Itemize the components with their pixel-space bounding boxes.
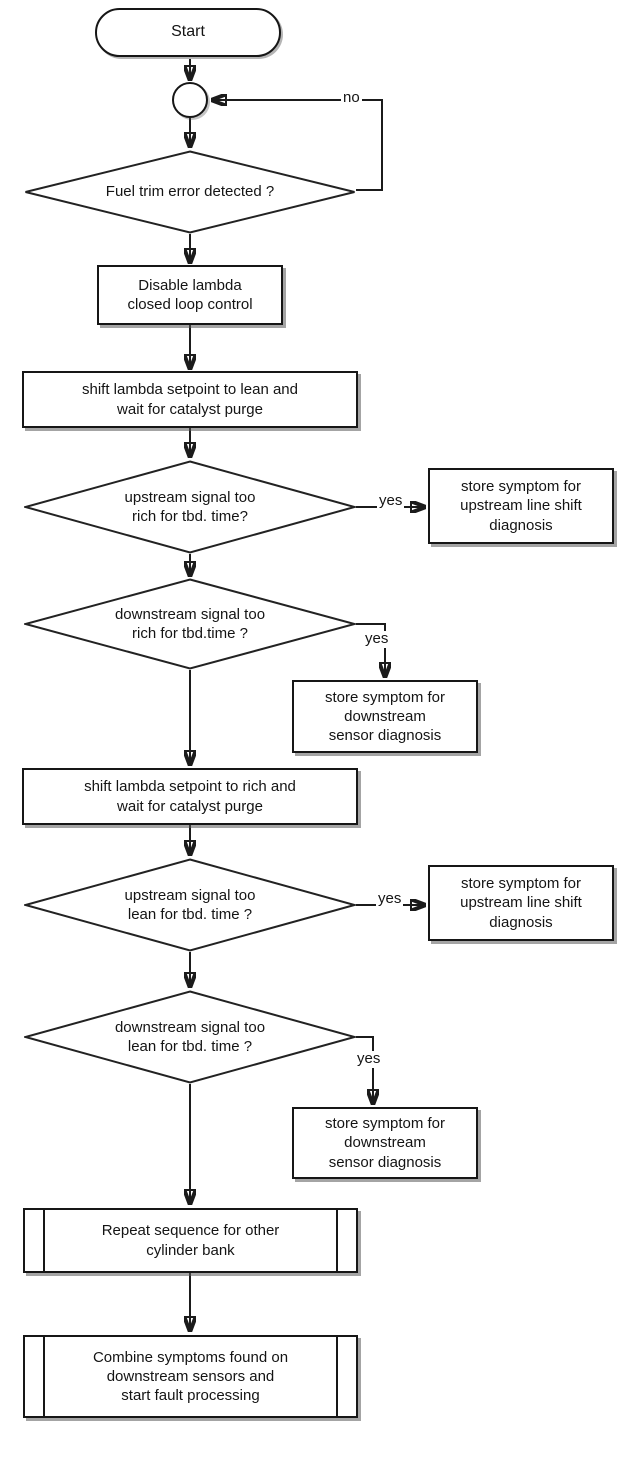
edge-label-yes-downstream-lean: yes [355, 1050, 383, 1068]
process-shift-lean-label: shift lambda setpoint to lean and wait f… [82, 381, 298, 418]
process-shift-rich-label: shift lambda setpoint to rich and wait f… [84, 778, 296, 815]
predefined-right-bar [336, 1210, 338, 1271]
node-predefined-combine-symptoms: Combine symptoms found on downstream sen… [23, 1335, 358, 1418]
node-process-store-upstream-2: store symptom for upstream line shift di… [428, 865, 614, 941]
edge-yes-down-lean [356, 1036, 373, 1103]
process-store-upstream-1-label: store symptom for upstream line shift di… [460, 478, 582, 534]
process-store-downstream-1-label: store symptom for downstream sensor diag… [324, 688, 446, 745]
edge-label-yes-upstream-lean: yes [376, 890, 404, 908]
node-decision-downstream-rich: downstream signal too rich for tbd.time … [24, 578, 356, 670]
start-label: Start [171, 23, 205, 41]
predefined-combine-symptoms-label: Combine symptoms found on downstream sen… [92, 1348, 289, 1405]
process-disable-lambda-label: Disable lambda closed loop control [127, 276, 253, 313]
edge-label-yes-downstream-rich: yes [363, 630, 391, 648]
predefined-left-bar [43, 1210, 45, 1271]
decision-downstream-lean-label: downstream signal too lean for tbd. time… [114, 1018, 266, 1055]
diamond-shape [24, 460, 356, 554]
decision-upstream-lean-label: upstream signal too lean for tbd. time ? [124, 886, 256, 923]
node-decision-upstream-lean: upstream signal too lean for tbd. time ? [24, 858, 356, 952]
node-decision-upstream-rich: upstream signal too rich for tbd. time? [24, 460, 356, 554]
diamond-shape [24, 990, 356, 1084]
node-process-disable-lambda: Disable lambda closed loop control [97, 265, 283, 325]
node-process-shift-lean: shift lambda setpoint to lean and wait f… [22, 371, 358, 428]
edge-label-no: no [341, 89, 362, 107]
edge-no-loop [213, 100, 383, 191]
node-predefined-repeat-bank: Repeat sequence for other cylinder bank [23, 1208, 358, 1273]
edge-yes-down-rich [356, 623, 385, 676]
decision-downstream-rich-label: downstream signal too rich for tbd.time … [114, 605, 266, 642]
diamond-shape [24, 858, 356, 952]
predefined-right-bar [336, 1337, 338, 1416]
node-process-store-downstream-1: store symptom for downstream sensor diag… [292, 680, 478, 753]
predefined-left-bar [43, 1337, 45, 1416]
decision-upstream-rich-label: upstream signal too rich for tbd. time? [124, 488, 256, 525]
node-process-store-downstream-2: store symptom for downstream sensor diag… [292, 1107, 478, 1179]
decision-fuel-trim-label: Fuel trim error detected ? [105, 183, 275, 201]
process-store-upstream-2-label: store symptom for upstream line shift di… [460, 875, 582, 931]
diamond-shape [25, 150, 355, 234]
node-junction-connector [172, 82, 208, 118]
predefined-repeat-bank-label: Repeat sequence for other cylinder bank [101, 1222, 280, 1259]
node-process-shift-rich: shift lambda setpoint to rich and wait f… [22, 768, 358, 825]
node-process-store-upstream-1: store symptom for upstream line shift di… [428, 468, 614, 544]
edge-label-yes-upstream-rich: yes [377, 492, 405, 510]
process-store-downstream-2-label: store symptom for downstream sensor diag… [324, 1115, 446, 1171]
node-decision-fuel-trim: Fuel trim error detected ? [24, 150, 356, 234]
diamond-shape [24, 578, 356, 670]
node-decision-downstream-lean: downstream signal too lean for tbd. time… [24, 990, 356, 1084]
node-start: Start [95, 8, 281, 57]
